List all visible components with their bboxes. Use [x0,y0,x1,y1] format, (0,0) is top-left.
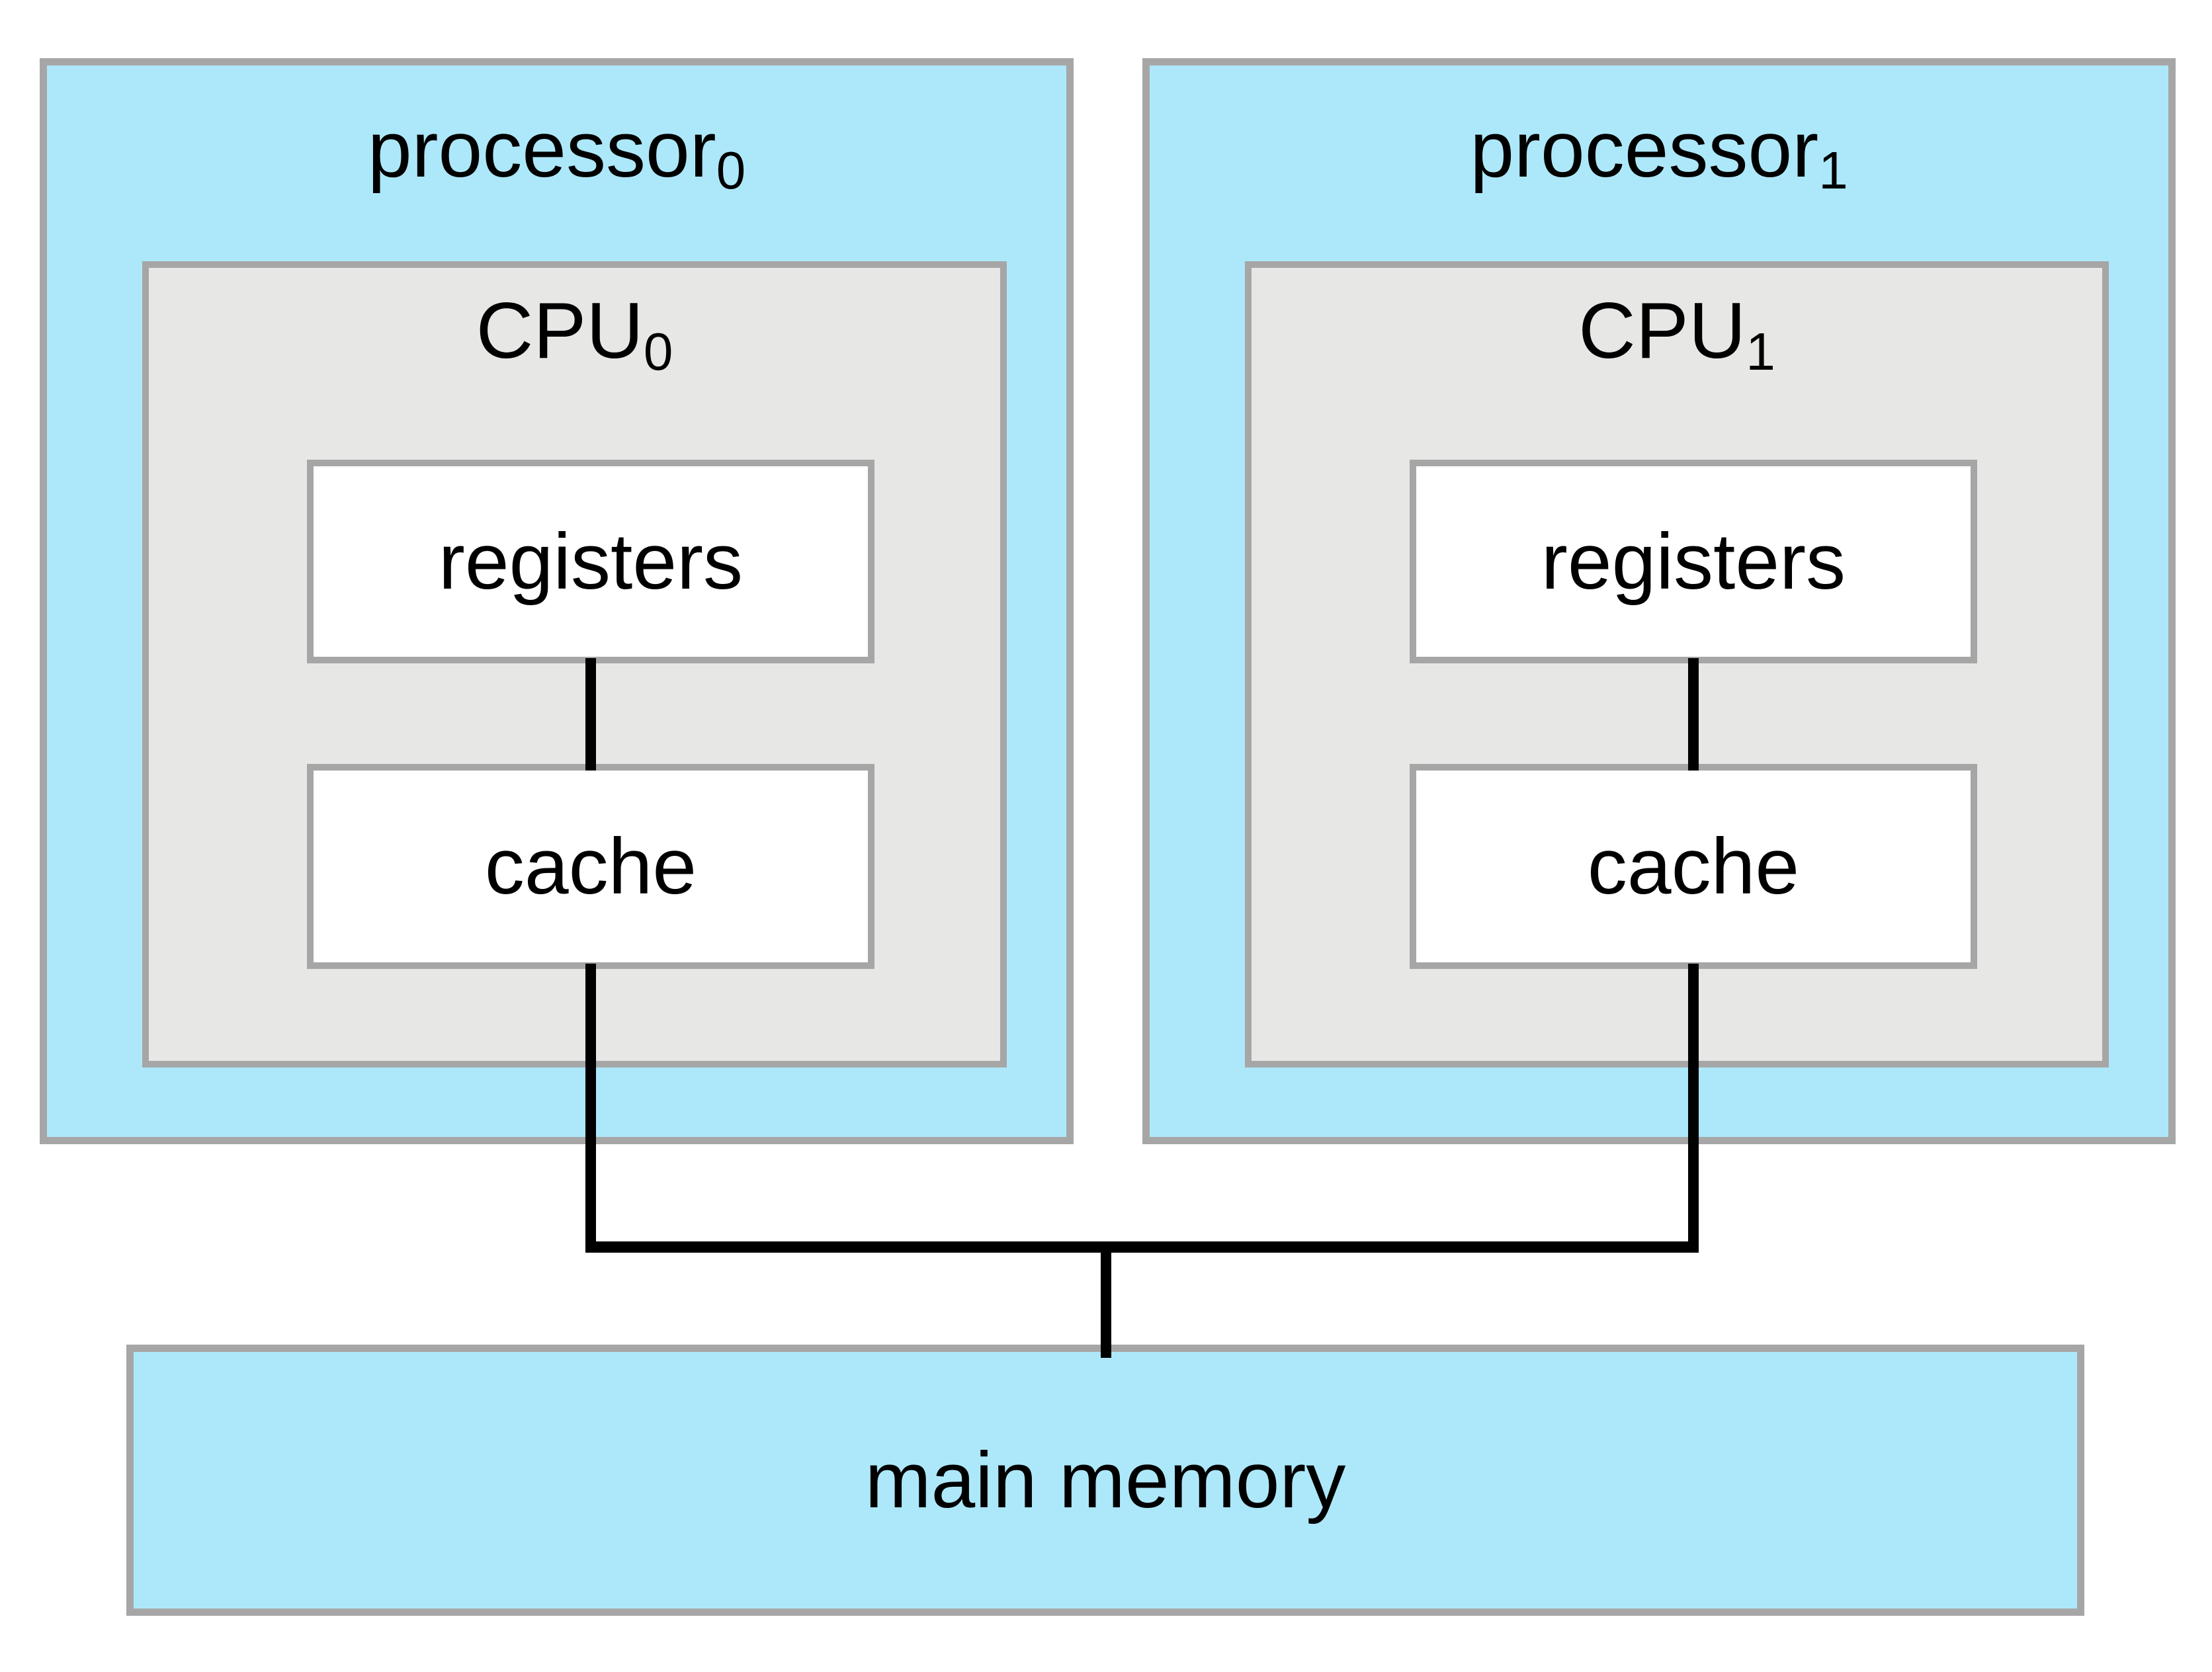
processor1-label-base: processor [1470,105,1819,194]
cpu0-label: CPU0 [149,285,1000,381]
processor1-label: processor1 [1150,104,2168,200]
connector-cache0-bus [585,964,596,1253]
processor0-label-base: processor [367,105,716,194]
registers1-label: registers [1541,517,1846,606]
processor1-label-subscript: 1 [1818,140,1848,200]
cache0-box: cache [307,764,874,969]
cpu1-label-subscript: 1 [1746,321,1775,381]
main-memory-label: main memory [865,1436,1346,1525]
processor0-label: processor0 [47,104,1066,200]
cache0-label: cache [484,822,697,911]
system-bus-line [585,1241,1699,1253]
registers0-box: registers [307,460,874,663]
connector-cache1-bus [1688,964,1699,1253]
cpu0-label-subscript: 0 [643,321,673,381]
processor0-label-subscript: 0 [716,140,746,200]
cache1-box: cache [1410,764,1977,969]
connector-registers1-cache1 [1688,658,1699,771]
connector-bus-main-memory [1101,1241,1111,1358]
connector-registers0-cache0 [585,658,596,771]
cpu0-label-base: CPU [476,286,644,375]
registers0-label: registers [438,517,744,606]
cpu1-label: CPU1 [1252,285,2102,381]
registers1-box: registers [1410,460,1977,663]
cache1-label: cache [1587,822,1800,911]
cpu1-label-base: CPU [1578,286,1746,375]
main-memory-box: main memory [126,1345,2084,1616]
